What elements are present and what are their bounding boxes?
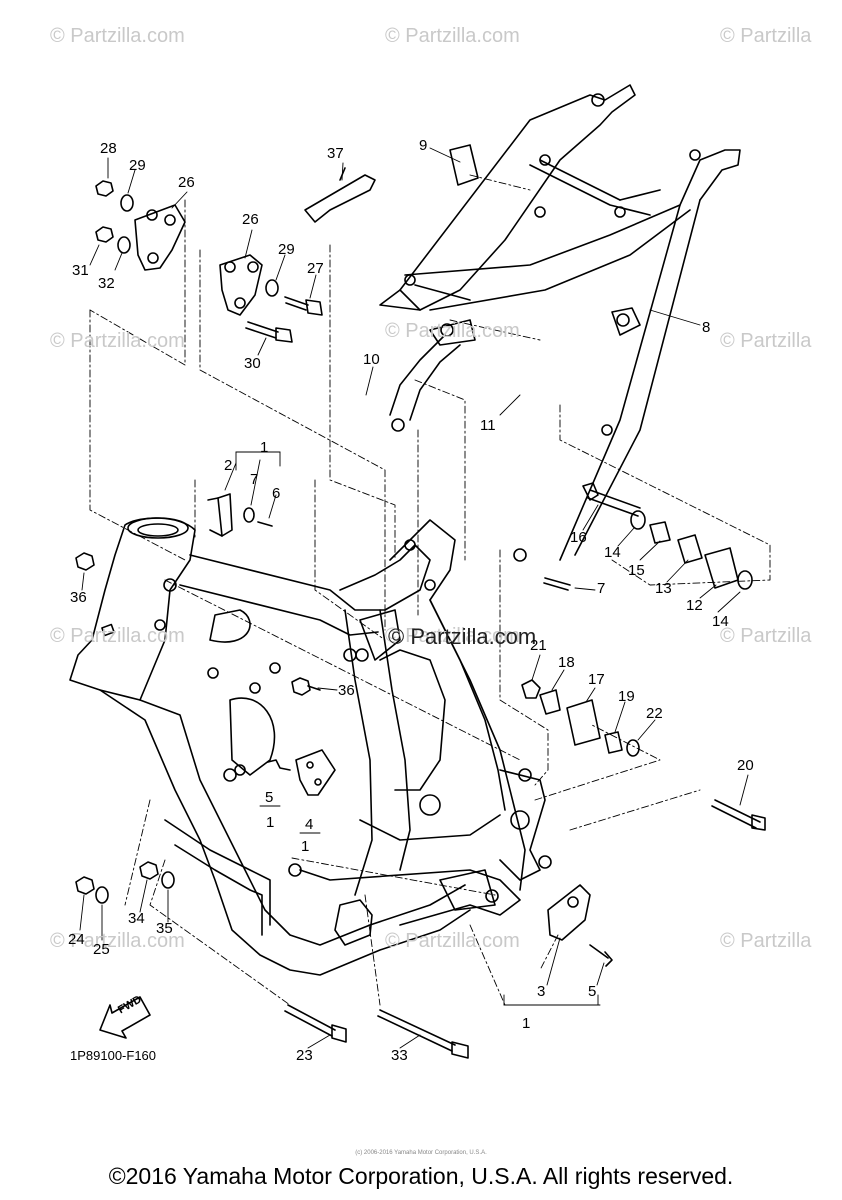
callout-label: 37	[327, 145, 344, 162]
callout-label: 20	[737, 757, 754, 774]
watermark: © Partzilla	[720, 625, 812, 647]
callout-label: 18	[558, 654, 575, 671]
callout-label: 19	[618, 688, 635, 705]
callout-label: 26	[242, 211, 259, 228]
callout-label: 1	[260, 439, 269, 456]
callout-label: 30	[244, 355, 261, 372]
callout-label: 32	[98, 275, 115, 292]
engine-mount-spacers	[521, 679, 640, 757]
main-frame	[69, 517, 552, 976]
callout-label: 9	[419, 137, 428, 154]
callout-label: 5	[588, 983, 597, 1000]
mid-fasteners	[75, 493, 766, 967]
micro-copyright: (c) 2006-2016 Yamaha Motor Corporation, …	[355, 1150, 487, 1156]
engine-bracket-left	[134, 204, 186, 271]
callout-label: 10	[363, 351, 380, 368]
watermark: © Partzilla.com	[385, 25, 520, 47]
watermark: © Partzilla.com	[385, 625, 520, 647]
callout-label: 31	[72, 262, 89, 279]
callout-label: 29	[129, 157, 146, 174]
watermark: © Partzilla.com	[50, 330, 185, 352]
callout-label: 6	[272, 485, 281, 502]
watermark: © Partzilla	[720, 25, 812, 47]
copyright-notice: ©2016 Yamaha Motor Corporation, U.S.A. A…	[108, 1163, 734, 1189]
callout-label: 13	[655, 580, 672, 597]
fwd-arrow	[99, 996, 151, 1039]
callout-label: 26	[178, 174, 195, 191]
callout-label: 15	[628, 562, 645, 579]
callout-label: 4	[305, 816, 314, 833]
callout-label: 11	[480, 417, 496, 434]
callout-label: 1	[301, 838, 310, 855]
callout-label: 2	[224, 457, 233, 474]
callout-label: 3	[537, 983, 546, 1000]
watermark: © Partzilla.com	[385, 320, 520, 342]
watermark: © Partzilla.com	[385, 930, 520, 952]
callout-label: 25	[93, 941, 110, 958]
callout-label: 33	[391, 1047, 408, 1064]
diagram-reference: 1P89100-F160	[70, 1048, 157, 1063]
callout-label: 22	[646, 705, 663, 722]
callout-label: 1	[522, 1015, 531, 1032]
watermark: © Partzilla	[720, 930, 812, 952]
assembly-guide-lines	[89, 174, 771, 1006]
watermark: © Partzilla.com	[50, 930, 185, 952]
engine-bracket-right	[219, 254, 263, 316]
center-watermark: © Partzilla.com	[388, 624, 537, 649]
callout-label: 28	[100, 140, 117, 157]
callout-label: 16	[570, 529, 587, 546]
rear-subframe	[379, 84, 741, 562]
callout-label: 7	[250, 471, 259, 488]
callout-label: 24	[68, 931, 85, 948]
callout-label: 36	[70, 589, 87, 606]
callout-label: 5	[265, 789, 274, 806]
callout-label: 34	[128, 910, 145, 927]
callout-label: 1	[266, 814, 275, 831]
callout-label: 29	[278, 241, 295, 258]
rear-mount-spacers	[543, 482, 753, 591]
callout-label: 36	[338, 682, 355, 699]
callout-label: 12	[686, 597, 703, 614]
callout-label: 17	[588, 671, 605, 688]
callout-label: 14	[604, 544, 621, 561]
watermark: © Partzilla.com	[50, 625, 185, 647]
watermark: © Partzilla	[720, 330, 812, 352]
callout-label: 14	[712, 613, 729, 630]
lower-fasteners	[75, 861, 469, 1059]
leader-lines	[79, 147, 749, 1049]
callout-label: 7	[597, 580, 606, 597]
callout-label: 35	[156, 920, 173, 937]
callout-label: 21	[530, 637, 547, 654]
callout-label: 27	[307, 260, 324, 277]
callout-label: 8	[702, 319, 711, 336]
watermark: © Partzilla.com	[50, 25, 185, 47]
callout-label: 23	[296, 1047, 313, 1064]
